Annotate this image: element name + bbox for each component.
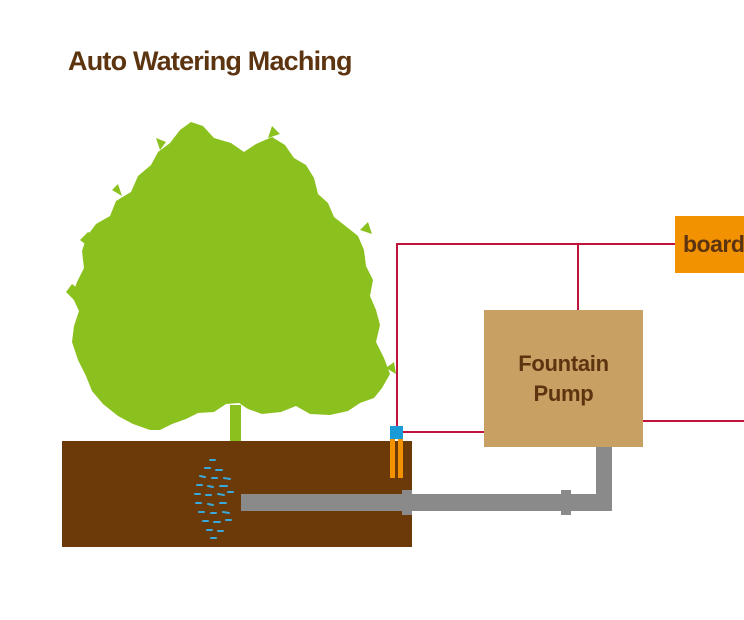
pipe-horizontal (241, 494, 612, 511)
sensor-probe-right (398, 438, 403, 478)
water-drips (194, 459, 234, 539)
pump-label-line2: Pump (533, 380, 594, 406)
pump-label-line1: Fountain (518, 350, 609, 376)
fountain-pump-box: Fountain Pump (484, 310, 643, 447)
tree-canopy (72, 122, 390, 430)
sensor-wire (396, 243, 676, 432)
control-wires (396, 243, 744, 433)
diagram-title: Auto Watering Maching (68, 46, 352, 76)
water-pipe (241, 446, 612, 515)
sensor-head (390, 426, 403, 439)
tree-illustration (66, 122, 396, 451)
sensor-probe-left (390, 438, 395, 478)
fountain-pump-label: Fountain Pump (518, 349, 609, 409)
pipe-joint-left (402, 490, 412, 515)
pipe-joint-right (561, 490, 571, 515)
tree-trunk (230, 405, 241, 451)
moisture-sensor (390, 426, 403, 478)
pipe-vertical (596, 446, 612, 511)
board-label: board (683, 231, 744, 257)
control-board-box: board (675, 216, 744, 273)
